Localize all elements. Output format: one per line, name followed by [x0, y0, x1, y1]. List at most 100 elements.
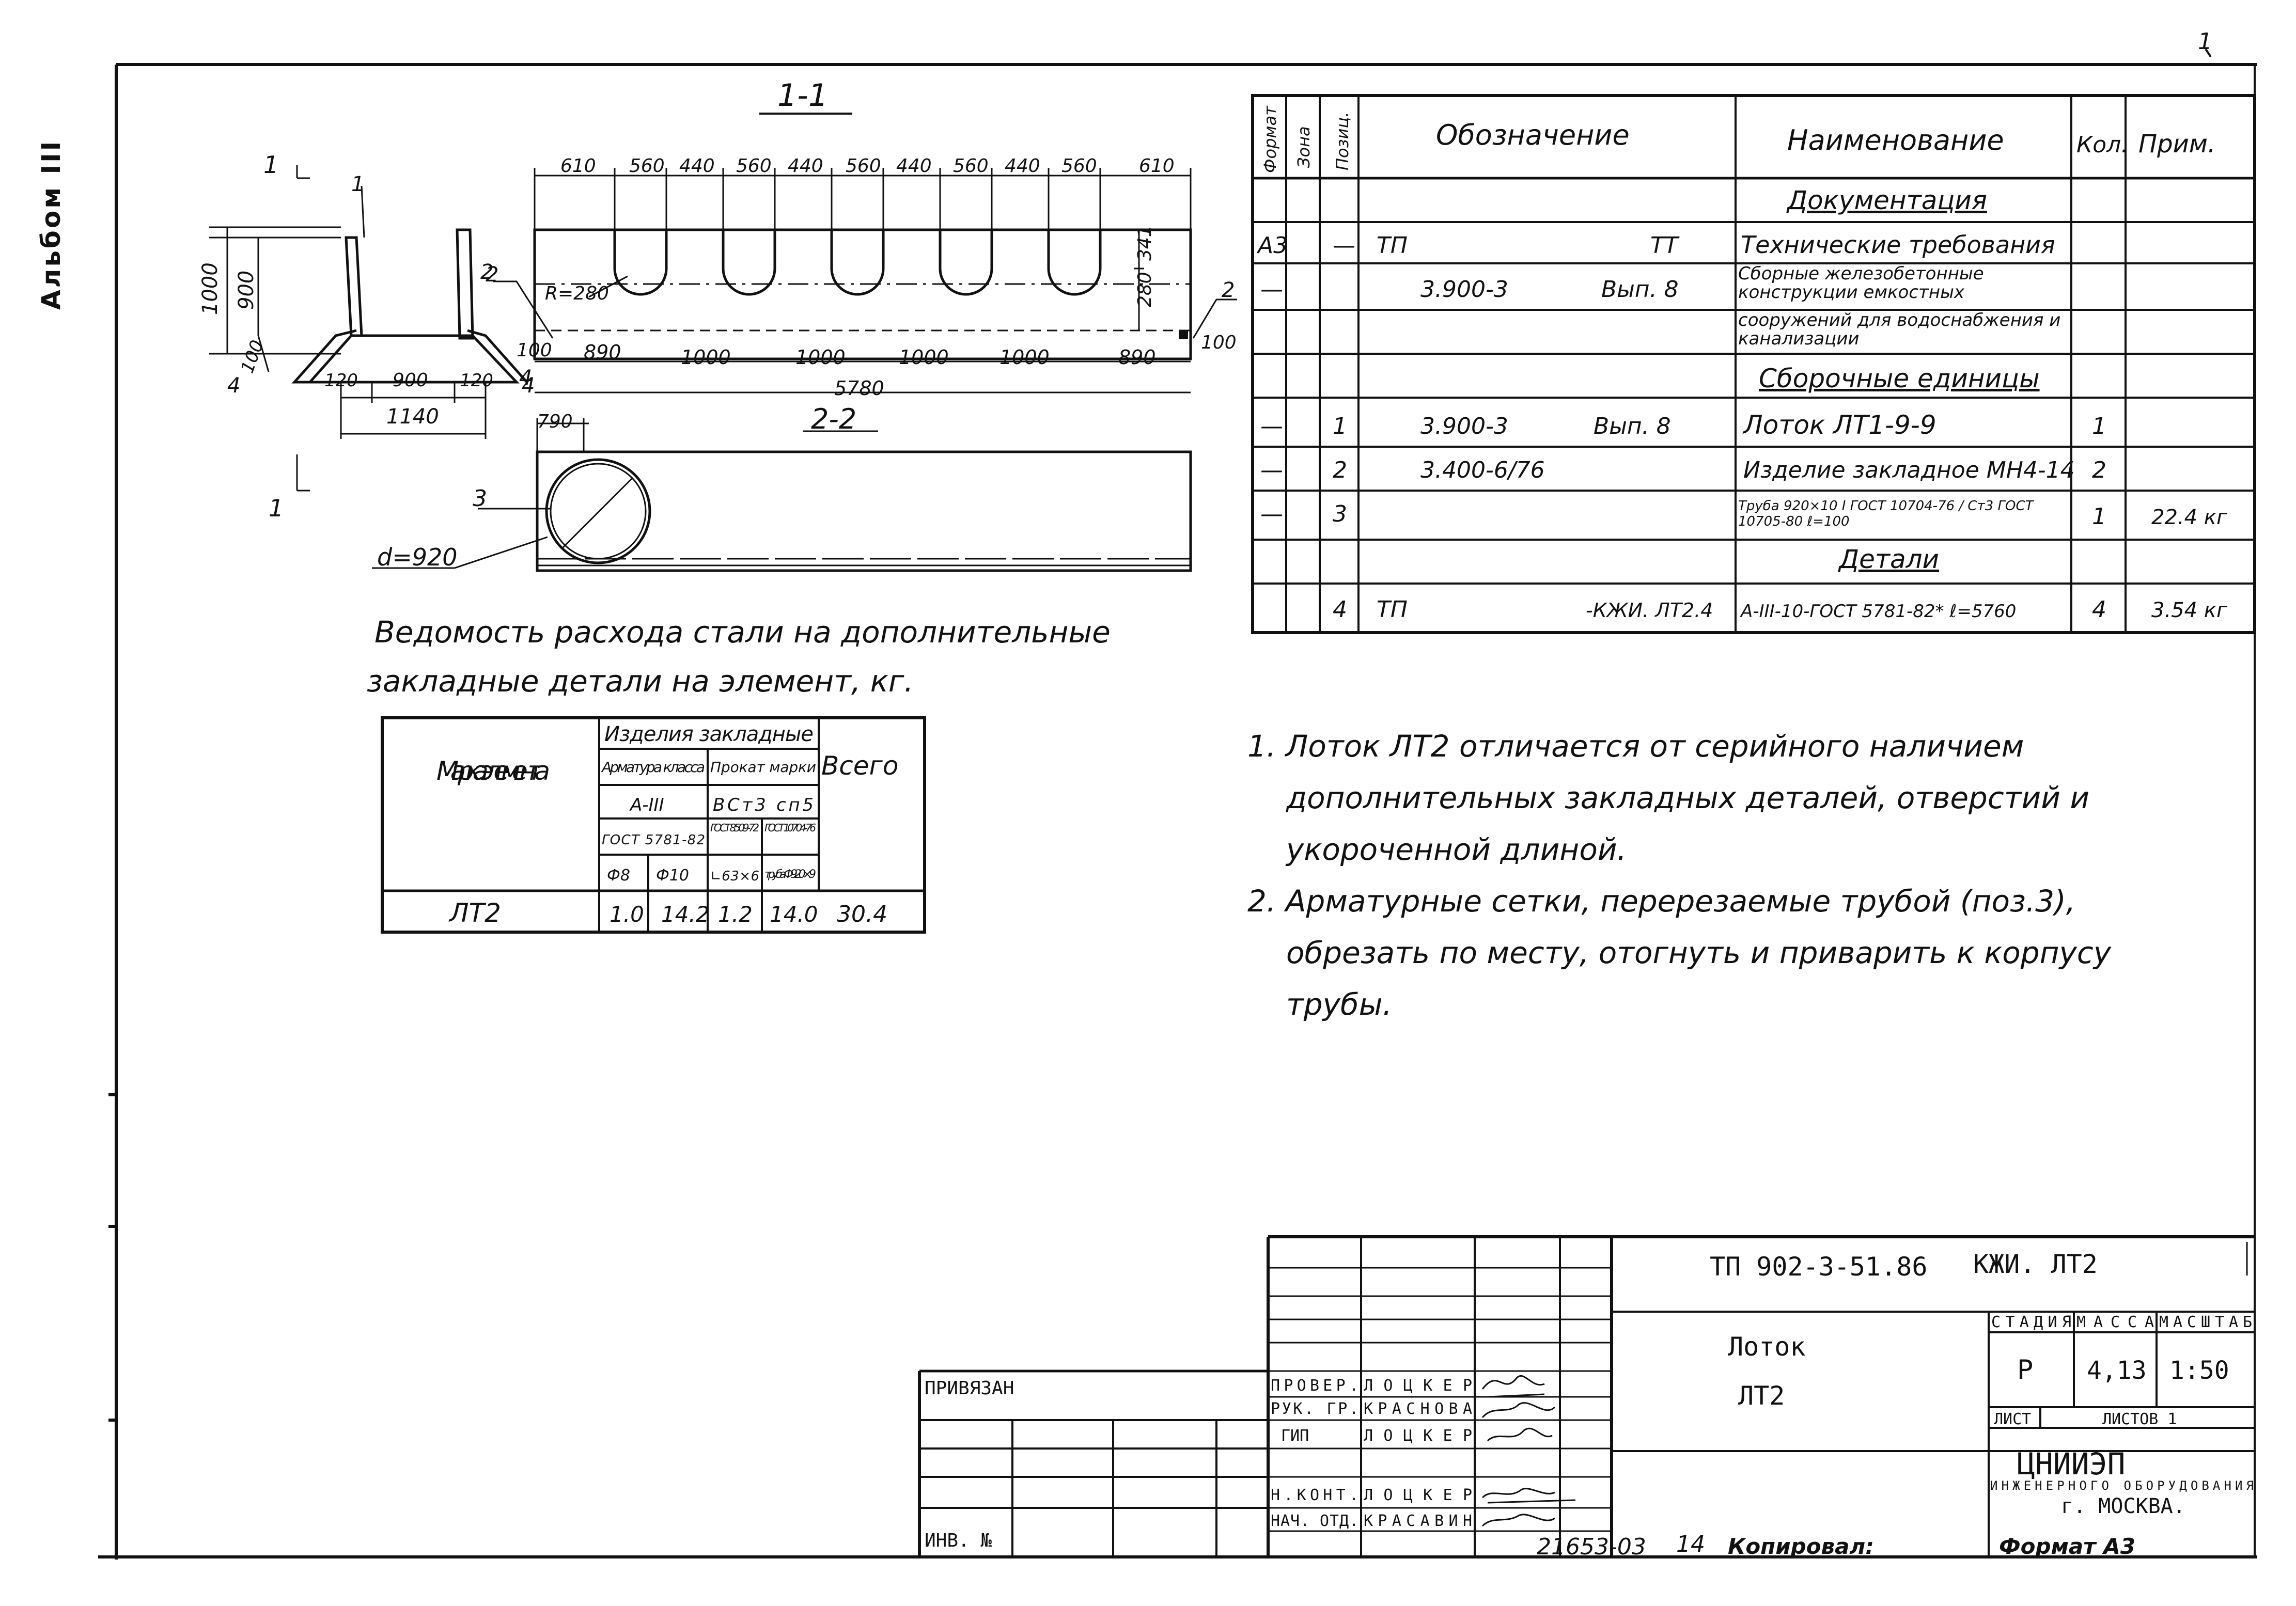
svg-text:341: 341	[1134, 225, 1155, 261]
svg-text:4: 4	[519, 366, 532, 390]
svg-text:ЛОЦКЕР: ЛОЦКЕР	[1364, 1486, 1472, 1504]
svg-text:1: 1	[2092, 413, 2106, 439]
svg-text:1000: 1000	[681, 346, 731, 369]
note-line: 2. Арматурные сетки, перерезаемые трубой…	[1247, 884, 2076, 919]
svg-text:1000: 1000	[795, 346, 846, 369]
svg-text:КРАСАВИН: КРАСАВИН	[1364, 1512, 1472, 1530]
item-name-line2: ЛТ2	[1738, 1381, 1785, 1411]
svg-text:790: 790	[537, 411, 573, 432]
svg-text:610: 610	[560, 155, 596, 177]
svg-text:ТП: ТП	[1377, 232, 1408, 259]
svg-text:1.0: 1.0	[610, 902, 644, 927]
attached-label: ПРИВЯЗАН	[925, 1378, 1014, 1399]
note-line: 1. Лоток ЛТ2 отличается от серийного нал…	[1247, 729, 2024, 764]
svg-text:890: 890	[1118, 346, 1156, 369]
row-3-name: сооружений для водоснабжения и канализац…	[1738, 311, 2061, 349]
svg-text:2: 2	[2092, 457, 2106, 483]
svg-text:—: —	[1333, 232, 1355, 259]
header-designation: Обозначение	[1436, 119, 1630, 151]
svg-text:2: 2	[1222, 278, 1235, 302]
svg-text:100: 100	[517, 340, 552, 361]
svg-text:МАСШТАБ: МАСШТАБ	[2159, 1313, 2252, 1331]
svg-text:4: 4	[2092, 596, 2106, 623]
svg-text:Марка элемента: Марка элемента	[436, 756, 550, 786]
svg-text:1: 1	[2092, 503, 2106, 530]
section-assemblies: Сборочные единицы	[1759, 364, 2040, 393]
steel-statement-title-2: закладные детали на элемент, кг.	[367, 664, 914, 699]
header-note: Прим.	[2138, 130, 2215, 159]
svg-text:Прокат марки: Прокат марки	[710, 759, 816, 776]
svg-text:440: 440	[1005, 155, 1040, 177]
spec-rows: Документация А3 — ТП ТТ Технические треб…	[1256, 185, 2228, 623]
svg-text:440: 440	[679, 155, 715, 177]
svg-text:560: 560	[953, 155, 989, 177]
svg-text:120: 120	[324, 370, 358, 391]
section-documentation: Документация	[1786, 185, 1987, 215]
svg-text:1: 1	[263, 151, 278, 179]
svg-text:560: 560	[1061, 155, 1097, 177]
svg-text:900: 900	[235, 271, 258, 310]
note-line: трубы.	[1286, 987, 1392, 1022]
svg-text:Вып. 8: Вып. 8	[1594, 413, 1671, 439]
svg-text:1000: 1000	[899, 346, 949, 369]
svg-text:ГОСТ 5781-82: ГОСТ 5781-82	[602, 832, 705, 848]
svg-text:А-III-10-ГОСТ 5781-82* ℓ=5760: А-III-10-ГОСТ 5781-82* ℓ=5760	[1740, 601, 2016, 622]
svg-text:1000: 1000	[999, 346, 1050, 369]
svg-text:2: 2	[480, 260, 493, 284]
svg-text:∟63×6: ∟63×6	[710, 869, 759, 884]
svg-text:ЛИСТ: ЛИСТ	[1994, 1410, 2031, 1428]
scale-value: 1:50	[2169, 1356, 2229, 1385]
org-name: ЦНИИЭП	[2017, 1446, 2126, 1482]
row-2-name: Сборные железобетонные конструкции емкос…	[1738, 264, 1984, 303]
svg-text:А3: А3	[1256, 232, 1288, 259]
bottom-dimension-labels: 890 1000 1000 1000 1000 890 5780	[584, 341, 1156, 400]
svg-text:1: 1	[351, 172, 364, 196]
row-7-name: Труба 920×10 I ГОСТ 10704-76 / Ст3 ГОСТ …	[1738, 498, 2034, 529]
svg-text:440: 440	[896, 155, 932, 177]
svg-text:—: —	[1260, 501, 1283, 527]
svg-text:3.54 кг: 3.54 кг	[2151, 599, 2228, 622]
cross-section	[291, 228, 528, 384]
svg-text:Вып. 8: Вып. 8	[1601, 276, 1679, 303]
svg-text:РУК. ГР.: РУК. ГР.	[1271, 1400, 1358, 1418]
svg-text:4: 4	[227, 374, 240, 398]
steel-statement-title-1: Ведомость расхода стали на дополнительны…	[374, 615, 1111, 650]
svg-text:22.4 кг: 22.4 кг	[2151, 506, 2228, 529]
svg-text:890: 890	[584, 341, 621, 364]
svg-text:—: —	[1260, 413, 1283, 439]
svg-text:г. МОСКВА.: г. МОСКВА.	[2061, 1494, 2185, 1518]
svg-text:900: 900	[393, 370, 428, 391]
svg-text:ТТ: ТТ	[1650, 232, 1680, 259]
section-details: Детали	[1838, 544, 1939, 574]
svg-text:14.0: 14.0	[770, 902, 818, 927]
svg-text:СТАДИЯ: СТАДИЯ	[1991, 1313, 2071, 1331]
svg-text:ПРОВЕР.: ПРОВЕР.	[1271, 1377, 1358, 1395]
doc-suffix: КЖИ. ЛТ2	[1973, 1249, 2098, 1279]
svg-text:3: 3	[1333, 501, 1347, 527]
svg-text:560: 560	[629, 155, 665, 177]
header-zone: Зона	[1294, 126, 1314, 168]
svg-text:Изделие закладное МН4-14: Изделие закладное МН4-14	[1743, 457, 2075, 483]
corner-mark: 1	[2198, 28, 2212, 55]
svg-text:МАССА: МАССА	[2076, 1313, 2154, 1331]
svg-text:А-III: А-III	[629, 795, 664, 815]
note-line: укороченной длиной.	[1286, 832, 1627, 867]
svg-text:610: 610	[1139, 155, 1175, 177]
svg-text:Арматура класса: Арматура класса	[601, 759, 705, 776]
signatures	[1481, 1375, 1576, 1527]
svg-text:2: 2	[486, 263, 498, 287]
svg-text:1.2: 1.2	[718, 902, 753, 927]
mass-value: 4,13	[2087, 1356, 2147, 1385]
svg-text:3.900-3: 3.900-3	[1420, 276, 1508, 303]
doc-code: ТП 902-3-51.86	[1710, 1252, 1927, 1282]
svg-text:4: 4	[1333, 596, 1347, 623]
signature-roles: ПРОВЕР. ЛОЦКЕР РУК. ГР. КРАСНОВА ГИП ЛОЦ…	[1271, 1377, 1472, 1530]
svg-text:3.400-6/76: 3.400-6/76	[1420, 457, 1545, 483]
svg-text:1000: 1000	[198, 262, 222, 315]
svg-text:ЛИСТОВ 1: ЛИСТОВ 1	[2102, 1410, 2177, 1428]
col-total: Всего	[821, 751, 898, 781]
svg-text:ГОСТ 10704-76: ГОСТ 10704-76	[764, 822, 816, 834]
